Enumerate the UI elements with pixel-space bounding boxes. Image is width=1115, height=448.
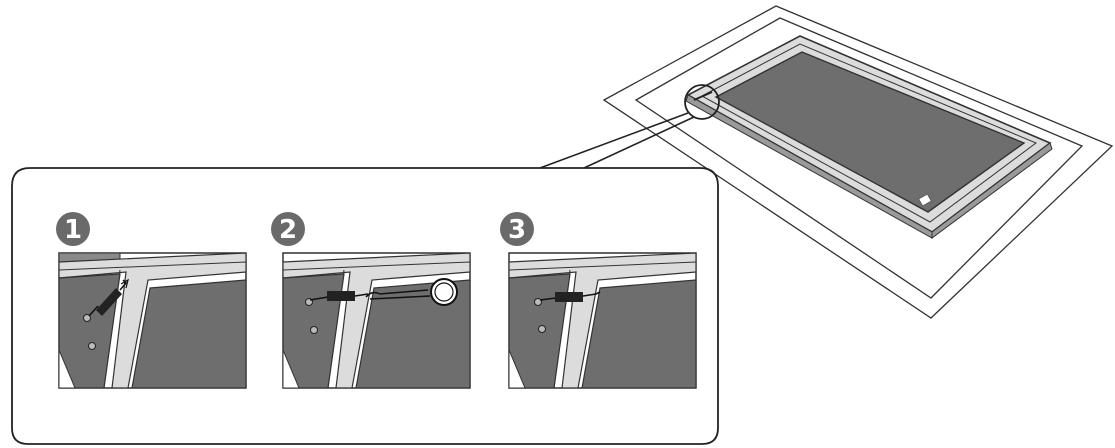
mounting-hole-icon bbox=[88, 342, 96, 350]
mounting-hole-icon bbox=[538, 325, 546, 333]
frame-side-right bbox=[931, 142, 1053, 239]
frame-inner-line bbox=[700, 43, 1038, 223]
spring-icon bbox=[693, 91, 713, 101]
dark-panel bbox=[714, 51, 1026, 213]
step-number: 3 bbox=[508, 215, 526, 245]
detail-box bbox=[11, 167, 719, 445]
step-3: 3 bbox=[500, 212, 697, 389]
spring-icon bbox=[539, 291, 601, 302]
step-image bbox=[282, 252, 471, 389]
step-badge bbox=[271, 212, 305, 246]
step-number: 1 bbox=[64, 215, 82, 245]
step-1: 1 bbox=[56, 212, 247, 389]
hook-tool-icon bbox=[365, 278, 458, 306]
step-image bbox=[58, 252, 247, 389]
spring-icon bbox=[88, 278, 129, 317]
mounting-hole-icon bbox=[534, 298, 542, 306]
step-badge bbox=[56, 212, 90, 246]
corner-label-icon bbox=[918, 193, 932, 207]
mounting-hole-icon bbox=[83, 314, 91, 322]
step-2: 2 bbox=[271, 212, 471, 389]
spring-icon bbox=[309, 291, 369, 301]
callout-connectors bbox=[539, 112, 695, 169]
detail-callout-circle bbox=[684, 84, 720, 120]
mounting-hole-icon bbox=[310, 326, 318, 334]
step-image bbox=[508, 252, 697, 389]
step-badge bbox=[500, 212, 534, 246]
overview-frame bbox=[602, 5, 1114, 319]
step-number: 2 bbox=[279, 215, 297, 245]
